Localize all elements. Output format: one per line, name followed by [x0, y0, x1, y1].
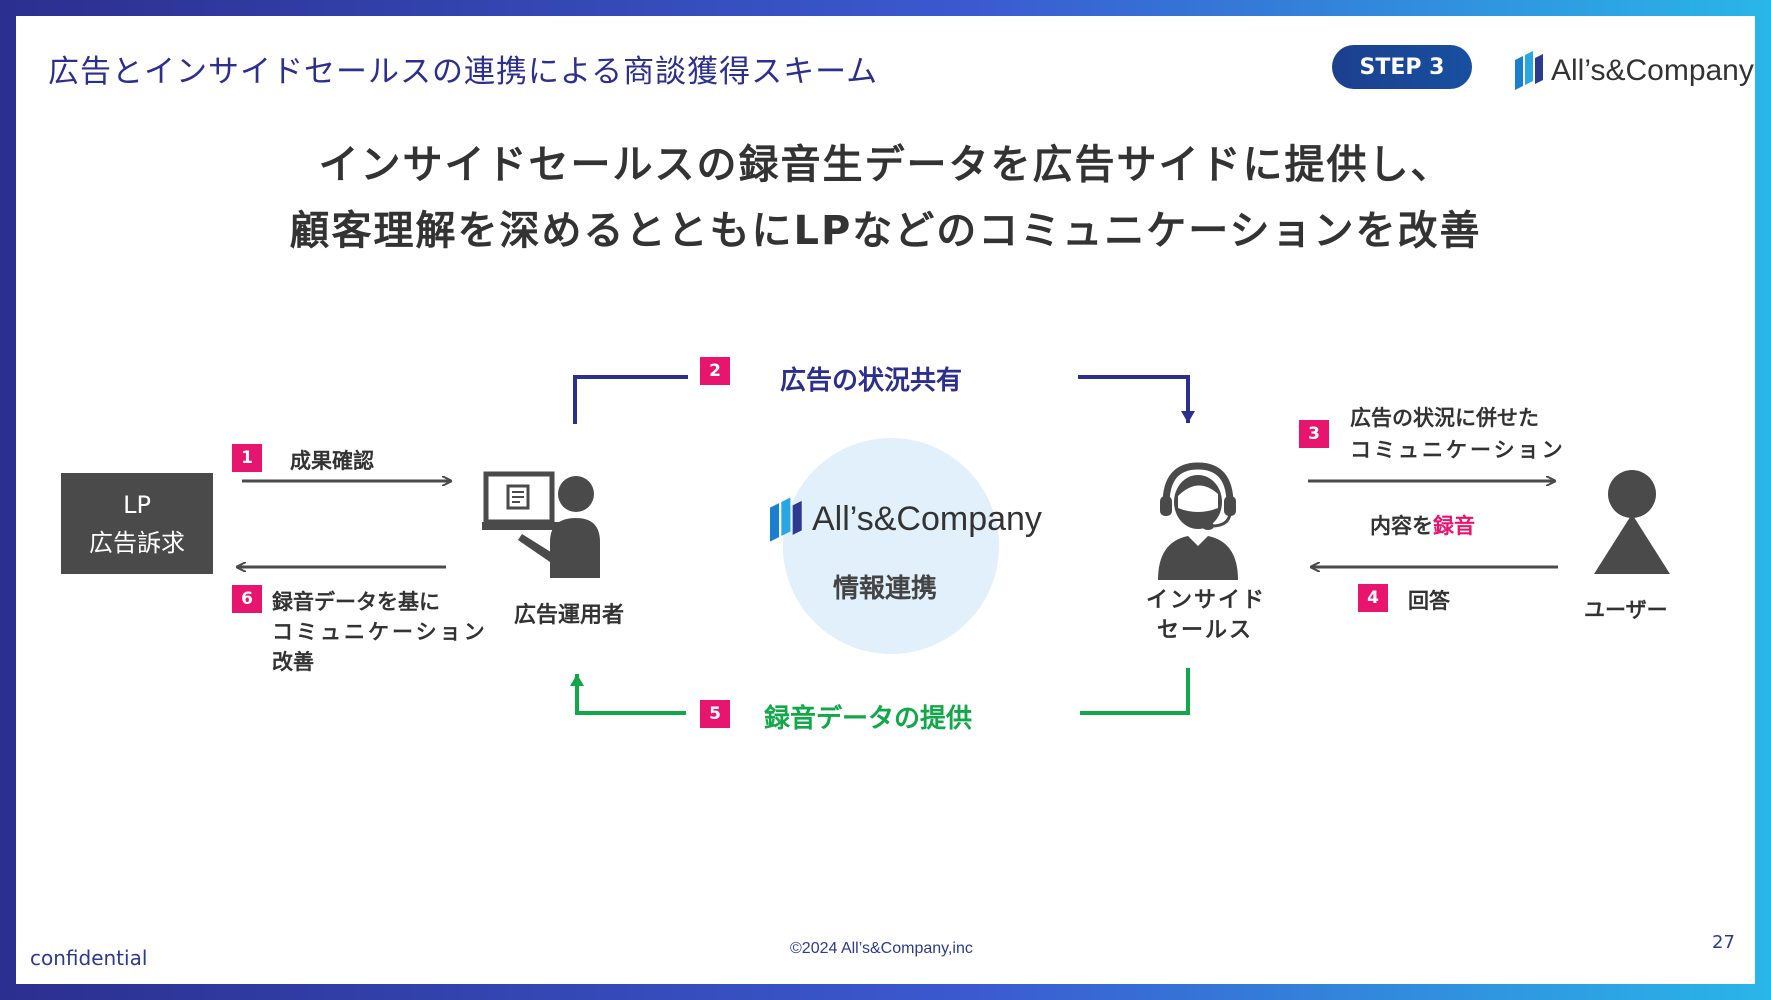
- lp-box-line-1: LP: [123, 490, 151, 519]
- step-5-label: 録音データの提供: [764, 704, 973, 734]
- lp-ad-box: LP 広告訴求: [61, 473, 213, 574]
- step-1-label: 成果確認: [290, 449, 374, 473]
- record-content-highlight: 録音: [1433, 514, 1475, 538]
- step-1-badge: 1: [232, 444, 262, 472]
- inside-sales-icon: [1158, 462, 1238, 580]
- headline-line-1: インサイドセールスの録音生データを広告サイドに提供し、: [318, 142, 1453, 188]
- center-logo: All’s&Company: [770, 496, 1042, 542]
- record-content-label: 内容を録音: [1370, 510, 1475, 540]
- arrow-step-2-left: [573, 375, 688, 424]
- user-icon: [1594, 470, 1670, 574]
- logo-text: All’s&Company: [1551, 54, 1754, 87]
- step-6-line-1: 録音データを基に: [272, 590, 440, 614]
- headline-line-2: 顧客理解を深めるとともにLPなどのコミュニケーションを改善: [289, 208, 1482, 254]
- step-6-badge: 6: [232, 585, 262, 613]
- arrow-step-5-left: [570, 674, 686, 715]
- step-badge: STEP 3: [1332, 45, 1472, 89]
- copyright-label: ©2024 All’s&Company,inc: [790, 940, 973, 957]
- inside-sales-line-2: セールス: [1156, 618, 1253, 643]
- info-link-circle: [783, 438, 999, 654]
- step-3-label: 広告の状況に併せた コミュニケーション: [1350, 402, 1566, 466]
- step-3-line-2: コミュニケーション: [1350, 438, 1566, 462]
- center-label: 情報連携: [833, 574, 938, 604]
- step-3-line-1: 広告の状況に併せた: [1350, 406, 1539, 430]
- arrow-step-5-right: [1080, 668, 1190, 715]
- slide-title: 広告とインサイドセールスの連携による商談獲得スキーム: [48, 54, 879, 90]
- step-4-badge: 4: [1358, 584, 1388, 612]
- ad-operator-icon: [482, 471, 600, 578]
- step-2-badge: 2: [700, 357, 730, 385]
- logo-mark-icon: [1515, 51, 1543, 90]
- step-6-label: 録音データを基に コミュニケーション 改善: [272, 587, 488, 677]
- step-6-line-2: コミュニケーション: [272, 620, 488, 644]
- record-content-prefix: 内容を: [1370, 514, 1433, 538]
- step-6-line-3: 改善: [272, 650, 314, 674]
- arrow-step-2-right: [1078, 375, 1195, 423]
- step-2-label: 広告の状況共有: [780, 366, 963, 396]
- inside-sales-label: インサイド セールス: [1146, 586, 1264, 646]
- company-logo: All’s&Company: [1515, 48, 1754, 92]
- user-label: ユーザー: [1584, 598, 1668, 622]
- lp-box-line-2: 広告訴求: [89, 528, 185, 557]
- confidential-label: confidential: [30, 946, 148, 970]
- step-5-badge: 5: [700, 700, 730, 728]
- inside-sales-line-1: インサイド: [1146, 588, 1267, 613]
- step-3-badge: 3: [1299, 420, 1329, 448]
- center-logo-mark-icon: [770, 497, 802, 542]
- center-logo-text: All’s&Company: [812, 500, 1042, 538]
- step-4-label: 回答: [1408, 589, 1450, 613]
- ad-operator-label: 広告運用者: [514, 603, 625, 628]
- page-number: 27: [1712, 932, 1735, 953]
